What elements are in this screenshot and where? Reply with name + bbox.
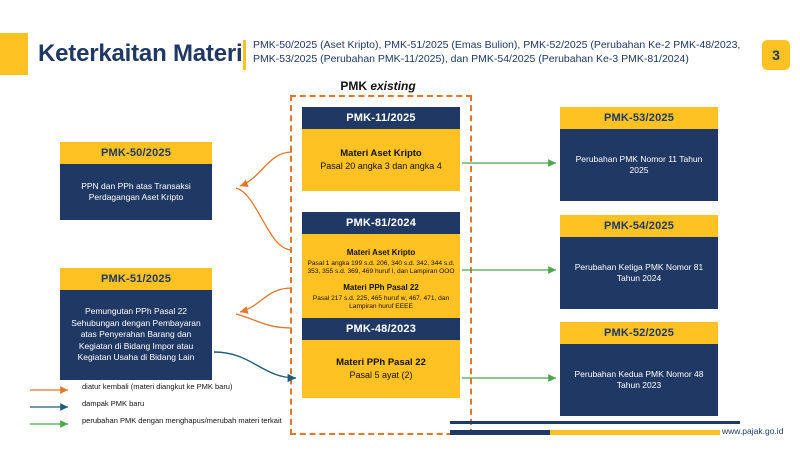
page-title: Keterkaitan Materi [38,40,243,67]
card-pmk-52-2025-title: PMK-52/2025 [560,322,718,344]
legend-item-dampak-pmk-baru-label: dampak PMK baru [82,399,145,408]
connector-pmk48-to-pmk51 [235,313,293,329]
card-pmk-53-2025-body: Perubahan PMK Nomor 11 Tahun 2025 [560,129,718,201]
legend-arrow-green-icon [30,416,76,428]
card-pmk-81-2024-section1-title: Materi Aset Kripto [346,248,416,258]
page-number-badge: 3 [762,40,790,70]
card-pmk-53-2025-title: PMK-53/2025 [560,107,718,129]
card-pmk-50-2025-title: PMK-50/2025 [60,142,212,164]
card-pmk-81-2024-title: PMK-81/2024 [302,212,460,234]
card-pmk-52-2025[interactable]: PMK-52/2025 Perubahan Kedua PMK Nomor 48… [560,322,718,416]
card-pmk-48-2023-body: Materi PPh Pasal 22 Pasal 5 ayat (2) [302,340,460,398]
card-pmk-51-2025-body: Pemungutan PPh Pasal 22 Sehubungan denga… [60,290,212,380]
title-divider [243,40,246,70]
card-pmk-51-2025[interactable]: PMK-51/2025 Pemungutan PPh Pasal 22 Sehu… [60,268,212,380]
card-pmk-53-2025[interactable]: PMK-53/2025 Perubahan PMK Nomor 11 Tahun… [560,107,718,201]
header-subtitle: PMK-50/2025 (Aset Kripto), PMK-51/2025 (… [253,39,741,65]
card-pmk-81-2024-body: Materi Aset Kripto Pasal 1 angka 199 s.d… [302,234,460,326]
connector-pmk81-to-pmk51 [239,287,293,314]
card-pmk-54-2025[interactable]: PMK-54/2025 Perubahan Ketiga PMK Nomor 8… [560,215,718,309]
footer-rule-yellow [550,430,720,435]
legend-arrow-blue-icon [30,399,76,411]
card-pmk-54-2025-title: PMK-54/2025 [560,215,718,237]
card-pmk-48-2023-title: PMK-48/2023 [302,318,460,340]
title-accent-bar [0,33,28,75]
card-pmk-48-2023-material-title: Materi PPh Pasal 22 [336,356,426,368]
legend-item-perubahan-pmk: perubahan PMK dengan menghapus/merubah m… [30,412,300,429]
connector-pmk11-to-pmk50 [239,151,293,187]
connector-impact-to-pmk48 [213,351,297,383]
pmk-existing-label-prefix: PMK [340,79,371,93]
connector-pmk81-to-pmk50 [235,187,293,251]
pmk-existing-label: PMK existing [293,79,463,93]
card-pmk-51-2025-title: PMK-51/2025 [60,268,212,290]
card-pmk-50-2025[interactable]: PMK-50/2025 PPN dan PPh atas Transaksi P… [60,142,212,220]
footer-website-url: www.pajak.go.id [722,426,784,436]
footer-top-rule [450,421,740,424]
card-pmk-81-2024-section2-detail: Pasal 217 s.d. 225, 465 huruf w, 467, 47… [312,294,450,311]
card-pmk-11-2025-title: PMK-11/2025 [302,107,460,129]
legend-arrow-orange-icon [30,382,76,394]
card-pmk-11-2025-material-title: Materi Aset Kripto [340,147,422,159]
footer-rule-navy [450,430,550,435]
card-pmk-81-2024[interactable]: PMK-81/2024 Materi Aset Kripto Pasal 1 a… [302,212,460,326]
card-pmk-52-2025-body: Perubahan Kedua PMK Nomor 48 Tahun 2023 [560,344,718,416]
legend-item-diatur-kembali: diatur kembali (materi diangkut ke PMK b… [30,378,300,395]
legend-item-dampak-pmk-baru: dampak PMK baru [30,395,300,412]
legend-item-perubahan-pmk-label: perubahan PMK dengan menghapus/merubah m… [82,416,282,425]
legend-item-diatur-kembali-label: diatur kembali (materi diangkut ke PMK b… [82,382,233,391]
card-pmk-11-2025-body: Materi Aset Kripto Pasal 20 angka 3 dan … [302,129,460,191]
legend: diatur kembali (materi diangkut ke PMK b… [30,378,300,429]
pmk-existing-group-border [290,95,472,435]
card-pmk-48-2023-material-detail: Pasal 5 ayat (2) [349,370,413,381]
card-pmk-50-2025-body: PPN dan PPh atas Transaksi Perdagangan A… [60,164,212,220]
card-pmk-48-2023[interactable]: PMK-48/2023 Materi PPh Pasal 22 Pasal 5 … [302,318,460,398]
card-pmk-11-2025-material-detail: Pasal 20 angka 3 dan angka 4 [320,161,442,172]
card-pmk-81-2024-section1-detail: Pasal 1 angka 199 s.d. 206, 340 s.d. 342… [307,259,455,276]
card-pmk-11-2025[interactable]: PMK-11/2025 Materi Aset Kripto Pasal 20 … [302,107,460,191]
card-pmk-81-2024-section2-title: Materi PPh Pasal 22 [343,283,419,292]
pmk-existing-label-emphasis: existing [370,79,416,93]
card-pmk-54-2025-body: Perubahan Ketiga PMK Nomor 81 Tahun 2024 [560,237,718,309]
